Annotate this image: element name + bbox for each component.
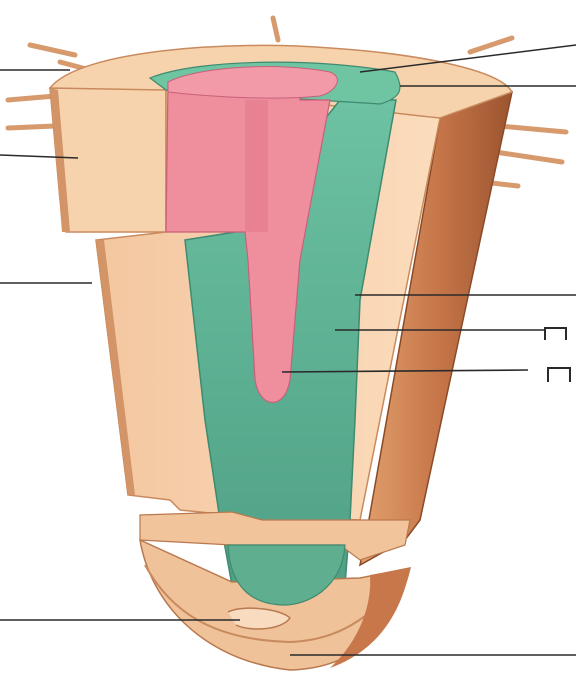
root-hair <box>8 96 55 100</box>
label-stub-phloem <box>548 368 570 382</box>
root-hair <box>470 38 512 52</box>
label-stub-xylem <box>545 328 566 340</box>
root-hair <box>273 18 278 40</box>
root-hair <box>8 126 55 128</box>
pith-shade <box>245 100 268 232</box>
label-stubs <box>545 328 570 382</box>
root-hair <box>30 45 75 55</box>
